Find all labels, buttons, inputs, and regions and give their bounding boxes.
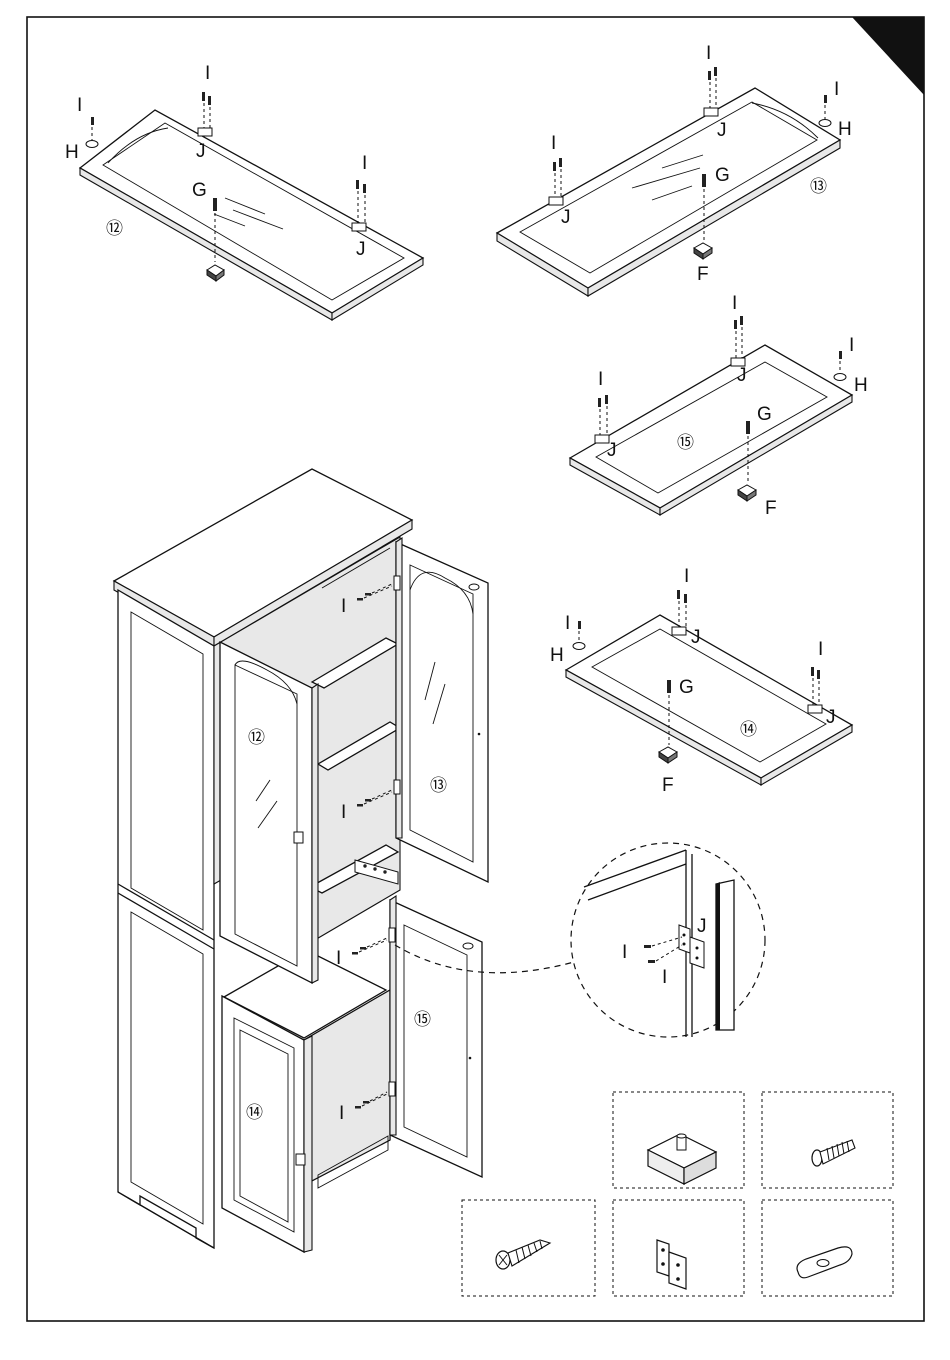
- plate-label: F: [662, 775, 674, 796]
- legend-box: [762, 1200, 893, 1296]
- knob-part: [819, 120, 831, 127]
- hinge-label: J: [196, 141, 206, 162]
- screw-label: I: [565, 613, 570, 634]
- knob-part: [86, 141, 98, 148]
- door-number: ⑭: [740, 720, 757, 739]
- hinge-part: [679, 925, 690, 953]
- magnet-label: G: [715, 165, 730, 186]
- hinge-label: J: [561, 207, 571, 228]
- door-12-exploded: I I I H J J G ⑫: [65, 63, 423, 320]
- magnet-label: G: [757, 404, 772, 425]
- screw-label: I: [339, 1103, 344, 1124]
- knob-part: [573, 643, 585, 650]
- knob-label: H: [854, 375, 868, 396]
- screw-label: I: [598, 369, 603, 390]
- hinge-part: [672, 627, 686, 635]
- hinge-part: [352, 223, 366, 231]
- screw-label: I: [732, 293, 737, 314]
- machine-screw-icon: [812, 1140, 855, 1166]
- door-number: ⑬: [810, 177, 827, 196]
- door-number: ⑬: [430, 776, 447, 795]
- screw-label: I: [336, 948, 341, 969]
- knob-label: H: [550, 645, 564, 666]
- screw-label: I: [341, 596, 346, 617]
- hinge-icon: [657, 1240, 686, 1289]
- hinge-label: J: [737, 365, 747, 386]
- door-number: ⑫: [248, 728, 265, 747]
- hinge-label: J: [826, 707, 836, 728]
- hinge-label: J: [697, 916, 707, 937]
- screw-label: I: [77, 95, 82, 116]
- screw-label: I: [205, 63, 210, 84]
- screw-label: I: [622, 942, 627, 963]
- screw-label: I: [834, 79, 839, 100]
- screw-label: I: [662, 967, 667, 988]
- hinge-part: [198, 128, 212, 136]
- door-number: ⑮: [414, 1010, 431, 1029]
- magnet-label: G: [192, 180, 207, 201]
- hinge-part: [808, 705, 822, 713]
- hinge-part: [704, 108, 718, 116]
- door-number: ⑮: [677, 433, 694, 452]
- door-handle: [294, 832, 303, 843]
- screw-label: I: [551, 133, 556, 154]
- knob-label: H: [838, 119, 852, 140]
- door-13-exploded: I I I H J J G F ⑬: [497, 43, 852, 296]
- catch-plate-icon: [797, 1247, 852, 1278]
- plate-label: F: [697, 264, 709, 285]
- screw-label: I: [818, 639, 823, 660]
- hinge-label: J: [607, 440, 617, 461]
- corner-tab: [852, 17, 924, 95]
- screw-label: I: [362, 153, 367, 174]
- wood-screw-icon: [496, 1240, 550, 1269]
- door-number: ⑫: [106, 219, 123, 238]
- knob-label: H: [65, 142, 79, 163]
- screw-label: I: [706, 43, 711, 64]
- door-15-exploded: I I I H J J G F ⑮: [570, 293, 868, 519]
- hinge-label: J: [356, 239, 366, 260]
- hinge-part: [549, 197, 563, 205]
- parts-legend: [462, 1092, 893, 1296]
- screw-label: I: [341, 802, 346, 823]
- hinge-label: J: [691, 627, 701, 648]
- screw-label: I: [684, 566, 689, 587]
- plate-label: F: [765, 498, 777, 519]
- door-number: ⑭: [246, 1103, 263, 1122]
- knob-part: [834, 374, 846, 381]
- hinge-part: [690, 937, 704, 968]
- door-14-exploded: I I I H J J G F ⑭: [550, 566, 852, 796]
- hinge-label: J: [717, 120, 727, 141]
- magnet-label: G: [679, 677, 694, 698]
- screw-label: I: [849, 335, 854, 356]
- cabinet-assembled: ⑫ ⑬ ⑮ ⑭: [114, 469, 488, 1252]
- magnet-catch-icon: [648, 1134, 716, 1184]
- door-handle: [296, 1154, 305, 1165]
- legend-box: [762, 1092, 893, 1188]
